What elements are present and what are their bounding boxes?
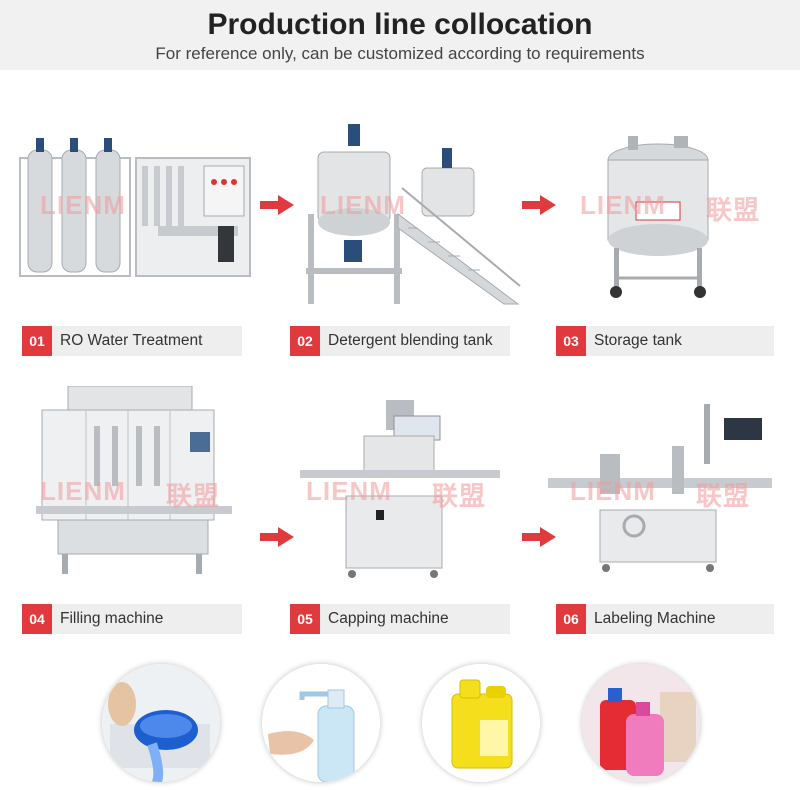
page-title: Production line collocation [207, 8, 593, 41]
detergent-bottles-photo [582, 664, 700, 782]
watermark-5: LIENM [306, 476, 392, 506]
filling-machine-image [36, 386, 232, 574]
arrow-right-icon [522, 195, 556, 215]
labeling-machine-image [548, 404, 772, 572]
step-title: Storage tank [594, 332, 682, 349]
capping-machine-image [300, 400, 500, 578]
arrow-right-icon [522, 527, 556, 547]
step-title: Labeling Machine [594, 610, 716, 627]
step-number: 06 [556, 604, 586, 634]
step-number: 03 [556, 326, 586, 356]
step-number: 04 [22, 604, 52, 634]
step-title: Capping machine [328, 610, 449, 627]
step-label-01: 01 RO Water Treatment [22, 326, 242, 356]
watermark-4-cn: 联盟 [166, 481, 221, 511]
watermark-1: LIENM [40, 190, 126, 220]
watermark-2: LIENM [320, 190, 406, 220]
step-label-02: 02 Detergent blending tank [290, 326, 510, 356]
ro-water-treatment-image [19, 138, 251, 277]
arrow-right-icon [260, 195, 294, 215]
watermark-6-cn: 联盟 [696, 481, 751, 511]
step-title: Detergent blending tank [328, 332, 493, 349]
step-label-04: 04 Filling machine [22, 604, 242, 634]
step-number: 05 [290, 604, 320, 634]
watermark-3-cn: 联盟 [706, 195, 761, 225]
step-label-05: 05 Capping machine [290, 604, 510, 634]
page-subtitle: For reference only, can be customized ac… [155, 44, 645, 63]
watermark-6: LIENM [570, 476, 656, 506]
arrow-right-icon [260, 527, 294, 547]
hand-soap-photo [262, 664, 380, 782]
step-label-06: 06 Labeling Machine [556, 604, 774, 634]
step-title: Filling machine [60, 610, 164, 627]
header-band: Production line collocation For referenc… [0, 0, 800, 70]
watermark-5-cn: 联盟 [432, 481, 487, 511]
step-label-03: 03 Storage tank [556, 326, 774, 356]
yellow-jerrycan-photo [422, 664, 540, 782]
watermark-3: LIENM [580, 190, 666, 220]
storage-tank-image [607, 136, 709, 298]
watermark-4: LIENM [40, 476, 126, 506]
blending-tank-image [306, 124, 521, 305]
step-number: 01 [22, 326, 52, 356]
step-number: 02 [290, 326, 320, 356]
laundry-detergent-photo [102, 664, 220, 782]
step-title: RO Water Treatment [60, 332, 203, 349]
